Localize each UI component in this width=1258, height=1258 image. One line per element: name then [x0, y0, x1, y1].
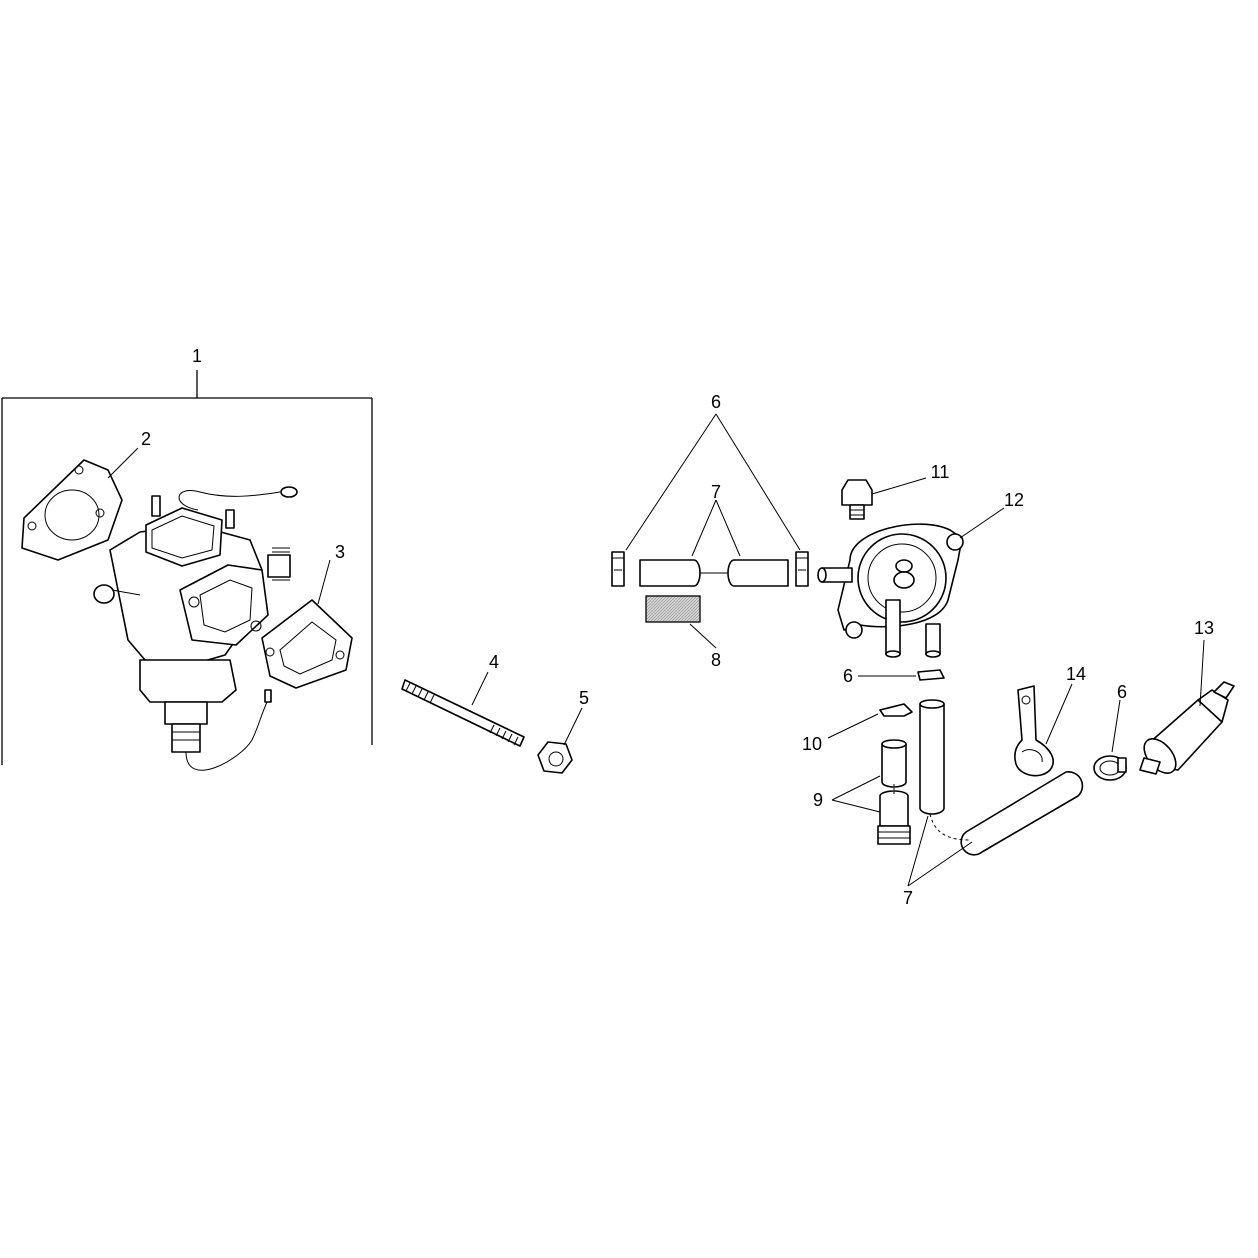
fuel-hose-vertical — [919, 699, 945, 815]
hose-clamp-part-6-right — [1093, 755, 1127, 781]
stud-part-4 — [401, 679, 525, 747]
fuel-filter-part-13 — [1139, 681, 1235, 775]
callout-4: 4 — [489, 652, 499, 672]
callout-8: 8 — [711, 650, 721, 670]
p-clip-part-14 — [1014, 685, 1054, 777]
fuel-hose-segment-right — [727, 559, 789, 587]
callout-13: 13 — [1194, 618, 1214, 638]
fuel-hose-segment-left — [639, 559, 701, 587]
hose-fitting-upper — [881, 739, 907, 788]
fitting-part-11 — [841, 479, 873, 520]
inline-filter-element-part-8 — [645, 595, 701, 623]
callout-7-top: 7 — [711, 482, 721, 502]
callout-11: 11 — [931, 462, 950, 482]
fuel-hose-diagonal — [960, 771, 1084, 856]
callout-7-bottom: 7 — [903, 888, 913, 908]
leader-lines — [107, 413, 1205, 887]
hose-clamp-mid — [917, 669, 945, 681]
nut-part-5 — [537, 741, 573, 774]
callout-1: 1 — [192, 346, 202, 366]
hose-clamp-right — [795, 551, 809, 587]
callout-5: 5 — [579, 688, 589, 708]
clip-part-10 — [879, 703, 913, 717]
callout-10: 10 — [802, 734, 822, 754]
assembly-bracket — [1, 370, 373, 765]
gasket-part-3 — [261, 599, 353, 689]
callout-6-top: 6 — [711, 392, 721, 412]
callout-2: 2 — [141, 429, 151, 449]
callout-9: 9 — [813, 790, 823, 810]
callout-6-mid: 6 — [843, 666, 853, 686]
callout-14: 14 — [1066, 664, 1086, 684]
callout-labels: 1 2 3 4 5 6 7 8 11 12 6 13 14 6 10 9 7 — [141, 346, 1214, 908]
callout-12: 12 — [1004, 490, 1024, 510]
hose-fitting-lower — [877, 790, 911, 845]
fuel-pump-part-12 — [817, 523, 964, 658]
gasket-part-2 — [21, 459, 123, 561]
carburetor-part-1 — [93, 486, 298, 771]
callout-6-right: 6 — [1117, 682, 1127, 702]
hose-clamp-left — [611, 551, 625, 587]
callout-3: 3 — [335, 542, 345, 562]
